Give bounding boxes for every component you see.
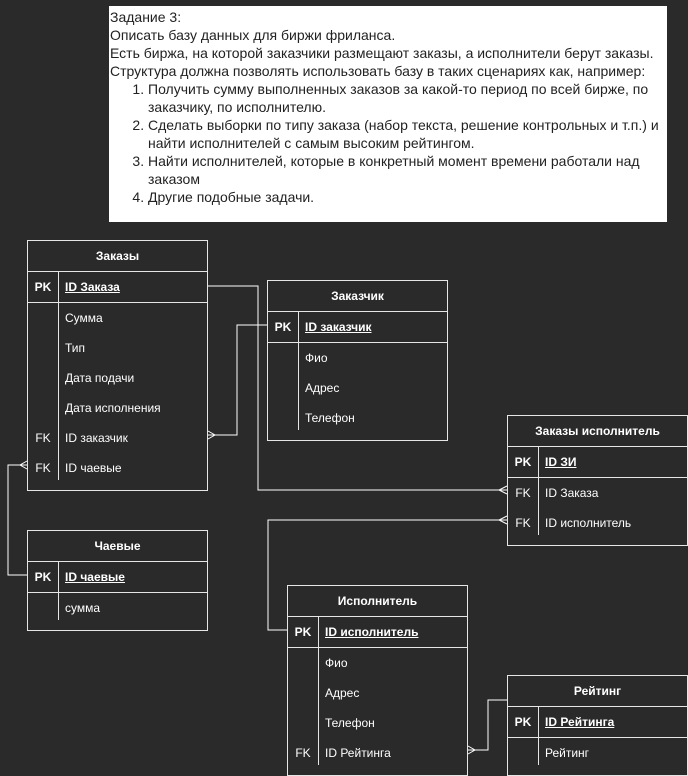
key-label: FK <box>35 431 51 445</box>
field-row: Тип <box>28 333 207 363</box>
field-name: Сумма <box>65 311 103 325</box>
key-label: PK <box>294 625 312 639</box>
field-name: Адрес <box>305 381 340 395</box>
field-name: ID чаевые <box>65 461 122 475</box>
entity-order-executor[interactable]: Заказы исполнитель PK ID ЗИ FK ID Заказа … <box>507 415 688 546</box>
key-label: PK <box>514 455 532 469</box>
field-list: Фио Адрес Телефон FK ID Рейтинга <box>288 648 467 768</box>
field-name: ID ЗИ <box>545 455 577 469</box>
entity-tips[interactable]: Чаевые PK ID чаевые сумма <box>27 530 208 631</box>
field-name: Тип <box>65 341 86 355</box>
field-name: ID Заказа <box>65 280 120 294</box>
entity-customer[interactable]: Заказчик PK ID заказчик Фио Адрес Телефо… <box>267 280 448 441</box>
field-name: Рейтинг <box>545 746 590 760</box>
field-list: Сумма Тип Дата подачи Дата исполнения FK… <box>28 303 207 483</box>
field-name: Адрес <box>325 686 360 700</box>
entity-title: Заказчик <box>268 281 447 312</box>
field-list: сумма <box>28 593 207 623</box>
field-row: Телефон <box>268 403 447 433</box>
field-name: сумма <box>65 601 101 615</box>
link-rating-executor <box>468 699 507 751</box>
pk-row: PK ID заказчик <box>268 312 447 343</box>
field-name: ID Рейтинга <box>545 715 615 729</box>
field-row: Фио <box>288 648 467 678</box>
field-name: Фио <box>325 656 348 670</box>
entity-title: Чаевые <box>28 531 207 562</box>
crowfoot-executor-rating <box>467 745 477 755</box>
field-name: ID заказчик <box>305 320 372 334</box>
crowfoot-orderexecutor-order <box>497 485 508 495</box>
field-name: ID исполнитель <box>545 516 632 530</box>
field-row: Рейтинг <box>508 738 687 768</box>
task-item: Получить сумму выполненных заказов за ка… <box>148 80 667 116</box>
field-name: Дата исполнения <box>65 401 161 415</box>
field-name: Дата подачи <box>65 371 135 385</box>
entity-title: Исполнитель <box>288 586 467 617</box>
field-row: FK ID заказчик <box>28 423 207 453</box>
task-list: Получить сумму выполненных заказов за ка… <box>110 80 667 206</box>
key-label: FK <box>35 461 51 475</box>
field-row: сумма <box>28 593 207 623</box>
field-name: ID Рейтинга <box>325 746 391 760</box>
link-tips-orders <box>7 464 28 576</box>
field-row: Сумма <box>28 303 207 333</box>
pk-row: PK ID Заказа <box>28 272 207 303</box>
key-label: FK <box>515 516 531 530</box>
crowfoot-orders-customer <box>207 430 217 440</box>
field-name: ID чаевые <box>65 570 125 584</box>
field-name: ID Заказа <box>545 486 599 500</box>
pk-row: PK ID исполнитель <box>288 617 467 648</box>
task-line-2: Есть биржа, на которой заказчики размеща… <box>110 45 654 79</box>
pk-row: PK ID чаевые <box>28 562 207 593</box>
key-label: PK <box>514 715 532 729</box>
task-item: Найти исполнителей, которые в конкретный… <box>148 152 667 188</box>
pk-row: PK ID ЗИ <box>508 447 687 478</box>
field-row: Адрес <box>268 373 447 403</box>
entity-rating[interactable]: Рейтинг PK ID Рейтинга Рейтинг <box>507 675 688 776</box>
field-name: ID заказчик <box>65 431 128 445</box>
field-name: Фио <box>305 351 328 365</box>
field-name: ID исполнитель <box>325 625 419 639</box>
link-orders-orderexecutor <box>208 285 507 491</box>
field-row: FK ID Заказа <box>508 478 687 508</box>
key-label: FK <box>515 486 531 500</box>
field-row: FK ID исполнитель <box>508 508 687 538</box>
pk-row: PK ID Рейтинга <box>508 707 687 738</box>
crowfoot-orderexecutor-executor <box>497 515 508 525</box>
field-row: Дата исполнения <box>28 393 207 423</box>
field-row: FK ID чаевые <box>28 453 207 483</box>
entity-title: Рейтинг <box>508 676 687 707</box>
task-title: Задание 3: <box>110 9 182 25</box>
field-row: FK ID Рейтинга <box>288 738 467 768</box>
field-list: Фио Адрес Телефон <box>268 343 447 433</box>
task-line-1: Описать базу данных для биржи фриланса. <box>110 27 396 43</box>
field-row: Адрес <box>288 678 467 708</box>
field-row: Фио <box>268 343 447 373</box>
entity-orders[interactable]: Заказы PK ID Заказа Сумма Тип Дата подач… <box>27 240 208 491</box>
field-row: Телефон <box>288 708 467 738</box>
key-label: PK <box>274 320 292 334</box>
task-item: Другие подобные задачи. <box>148 188 667 206</box>
entity-title: Заказы исполнитель <box>508 416 687 447</box>
field-list: Рейтинг <box>508 738 687 768</box>
field-name: Телефон <box>305 411 355 425</box>
crowfoot-orders-tips <box>18 460 28 470</box>
entity-executor[interactable]: Исполнитель PK ID исполнитель Фио Адрес … <box>287 585 468 776</box>
task-description: Задание 3: Описать базу данных для биржи… <box>109 6 667 222</box>
link-customer-orders <box>208 324 267 436</box>
key-label: FK <box>295 746 311 760</box>
key-label: PK <box>34 280 52 294</box>
field-list: FK ID Заказа FK ID исполнитель <box>508 478 687 538</box>
task-item: Сделать выборки по типу заказа (набор те… <box>148 116 667 152</box>
field-row: Дата подачи <box>28 363 207 393</box>
field-name: Телефон <box>325 716 375 730</box>
link-executor-orderexecutor <box>267 519 507 631</box>
entity-title: Заказы <box>28 241 207 272</box>
key-label: PK <box>34 570 52 584</box>
